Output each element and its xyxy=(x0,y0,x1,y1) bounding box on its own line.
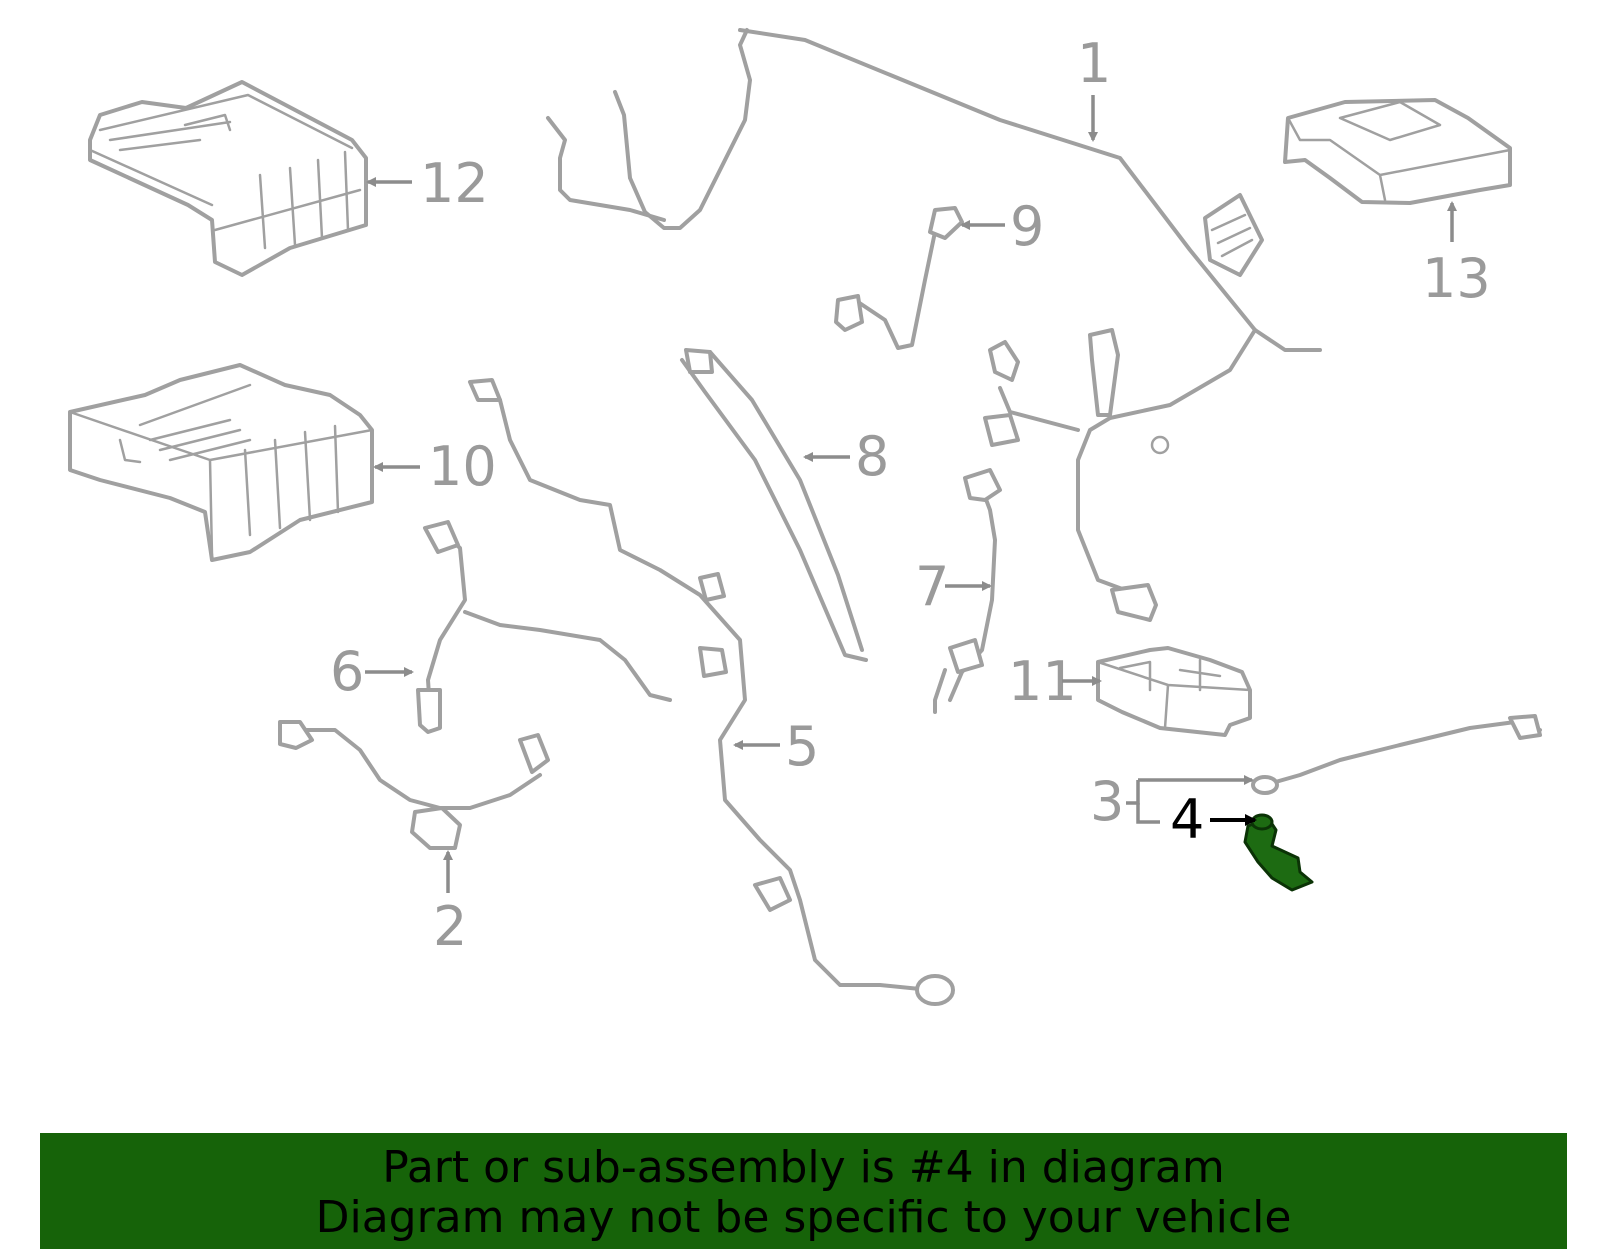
part-13-cover xyxy=(1283,98,1512,205)
callout-13-group: 13 xyxy=(1422,201,1491,310)
callout-12: 12 xyxy=(420,152,489,215)
callout-9-group: 9 xyxy=(960,195,1044,258)
part-5-cable xyxy=(468,378,955,1006)
part-2-cable xyxy=(278,720,550,850)
part-3-cable xyxy=(1251,714,1542,795)
callout-4-group: 4 xyxy=(1170,788,1257,851)
part-4-terminal xyxy=(1243,813,1314,892)
callout-8: 8 xyxy=(855,425,889,488)
callout-12-group: 12 xyxy=(366,152,489,215)
info-banner: Part or sub-assembly is #4 in diagram Di… xyxy=(40,1133,1567,1249)
callout-6-group: 6 xyxy=(330,640,414,703)
callout-3: 3 xyxy=(1090,770,1124,833)
callout-11-group: 11 xyxy=(1008,650,1102,713)
part-10-fuse-box xyxy=(68,363,374,562)
part-9-cable xyxy=(834,206,964,350)
callout-1: 1 xyxy=(1077,32,1111,95)
parts-diagram: 1 2 3 4 5 6 7 8 9 10 11 1 xyxy=(68,28,1542,1006)
part-6-cable xyxy=(416,520,672,734)
part-11-fuse-block xyxy=(1096,646,1252,737)
callout-5-group: 5 xyxy=(733,715,819,778)
part-1-harness xyxy=(546,28,1322,622)
callout-9: 9 xyxy=(1010,195,1044,258)
banner-line-1: Part or sub-assembly is #4 in diagram xyxy=(382,1142,1225,1193)
banner-line-2: Diagram may not be specific to your vehi… xyxy=(315,1192,1292,1243)
callout-10: 10 xyxy=(428,435,497,498)
callout-10-group: 10 xyxy=(373,435,497,498)
callout-6: 6 xyxy=(330,640,364,703)
callout-13: 13 xyxy=(1422,247,1491,310)
callout-7-group: 7 xyxy=(915,555,992,618)
callout-1-group: 1 xyxy=(1077,32,1111,142)
callout-2: 2 xyxy=(433,895,467,958)
callout-7: 7 xyxy=(915,555,949,618)
part-12-fuse-box-cover xyxy=(88,80,368,277)
callout-4: 4 xyxy=(1170,788,1204,851)
callout-2-group: 2 xyxy=(433,850,467,958)
part-7-cable xyxy=(933,468,1002,714)
callout-3-group: 3 xyxy=(1090,770,1254,833)
part-8-strap xyxy=(680,348,868,662)
callout-5: 5 xyxy=(785,715,819,778)
callout-8-group: 8 xyxy=(803,425,889,488)
